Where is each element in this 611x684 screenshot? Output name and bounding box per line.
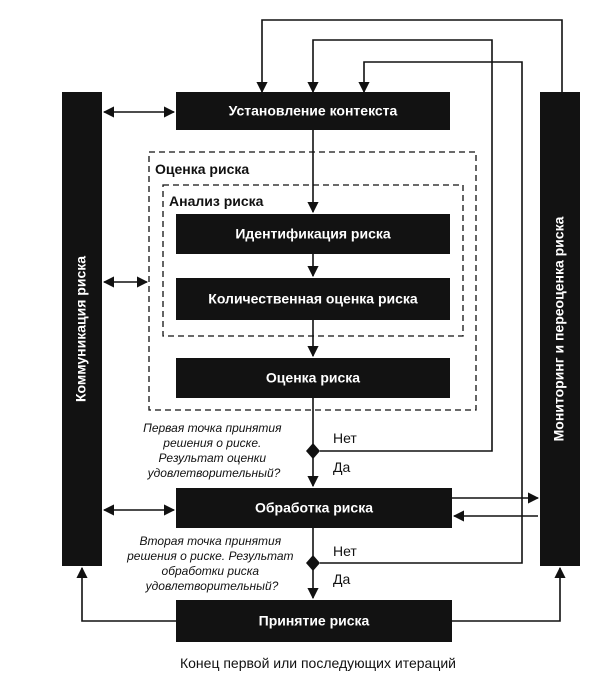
context-box-label: Установление контекста (229, 103, 398, 119)
identification-box-label: Идентификация риска (235, 226, 391, 242)
second-decision-yes-label: Да (333, 571, 350, 587)
feedback-loops (256, 19, 563, 564)
communication-bar (62, 92, 102, 566)
diagram-caption: Конец первой или последующих итераций (180, 655, 456, 671)
second-decision-note: Вторая точка принятия решения о риске. Р… (126, 534, 297, 593)
first-decision-note: Первая точка принятия решения о риске. Р… (143, 421, 285, 480)
communication-bar-label: Коммуникация риска (73, 256, 89, 402)
acceptance-box-label: Принятие риска (259, 613, 370, 629)
monitoring-bar-label: Мониторинг и переоценка риска (551, 216, 567, 441)
risk-assessment-frame-label: Оценка риска (155, 161, 249, 177)
evaluation-box-label: Оценка риска (266, 370, 360, 386)
identification-box (176, 214, 450, 254)
acceptance-box (176, 600, 452, 642)
second-decision-no-label: Нет (333, 543, 357, 559)
acceptance-arrows (76, 566, 566, 622)
first-decision-yes-label: Да (333, 459, 350, 475)
monitoring-bar (540, 92, 580, 566)
treatment-box (176, 488, 452, 528)
quantitative-box (176, 278, 450, 320)
treatment-box-label: Обработка риска (255, 500, 373, 516)
evaluation-box (176, 358, 450, 398)
decision-diamond-first (306, 443, 320, 459)
treatment-monitoring-arrows (452, 492, 540, 522)
decision-diamond-second (306, 555, 320, 571)
first-decision-no-label: Нет (333, 430, 357, 446)
context-box (176, 92, 450, 130)
risk-analysis-frame-label: Анализ риска (169, 193, 264, 209)
quantitative-box-label: Количественная оценка риска (208, 291, 418, 307)
communication-arrows (102, 106, 176, 516)
